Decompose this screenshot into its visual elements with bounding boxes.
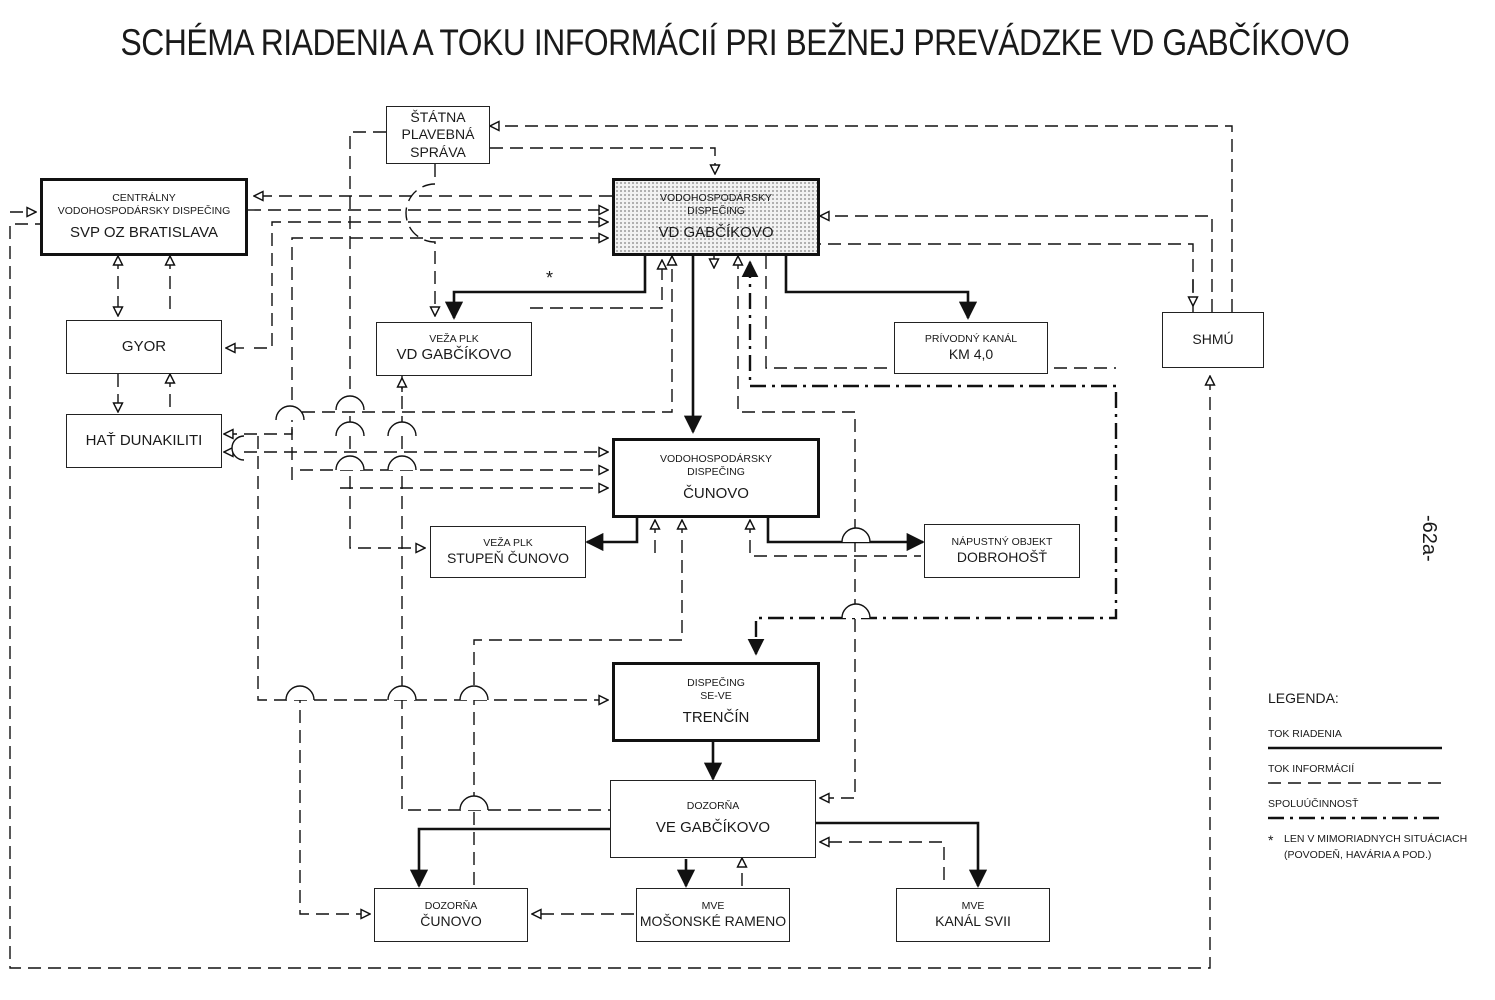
privod-line-1: PRÍVODNÝ KANÁL (924, 332, 1018, 345)
dozc-line-2: ČUNOVO (420, 912, 482, 929)
legend-asterisk: * (1268, 832, 1274, 848)
mve-m-line-1: MVE (701, 899, 725, 912)
hat-label: HAŤ DUNAKILITI (85, 431, 203, 449)
veza-g-line-2: VD GABČÍKOVO (396, 346, 512, 364)
box-gyor: GYOR (66, 320, 222, 374)
box-dozorna-gabcikovo: DOZORŇA VE GABČÍKOVO (610, 780, 816, 858)
mve-k-line-1: MVE (961, 899, 985, 912)
vdc-line-3: ČUNOVO (683, 484, 749, 502)
box-privodny-kanal: PRÍVODNÝ KANÁL KM 4,0 (894, 322, 1048, 374)
ssp-line-1: ŠTÁTNA (410, 108, 466, 125)
trencin-line-3: TRENČÍN (682, 708, 750, 726)
veza-c-line-2: STUPEŇ ČUNOVO (446, 549, 570, 566)
legend-lines (1268, 746, 1442, 820)
ssp-line-3: SPRÁVA (410, 143, 466, 160)
legend-heading: LEGENDA: (1268, 690, 1339, 706)
box-hat-dunakiliti: HAŤ DUNAKILITI (66, 414, 222, 468)
legend-cooperation: SPOLUÚČINNOSŤ (1268, 798, 1359, 810)
napust-line-1: NÁPUSTNÝ OBJEKT (951, 535, 1053, 548)
veza-g-line-1: VEŽA PLK (429, 333, 479, 346)
legend-information-flow: TOK INFORMÁCIÍ (1268, 763, 1355, 775)
dozg-line-1: DOZORŇA (686, 800, 740, 813)
box-dozorna-cunovo: DOZORŇA ČUNOVO (374, 888, 528, 942)
box-dispecing-trencin: DISPEČING SE-VE TRENČÍN (612, 662, 820, 742)
box-mve-mosonske-rameno: MVE MOŠONSKÉ RAMENO (636, 888, 790, 942)
box-centralny-dispecing: CENTRÁLNY VODOHOSPODÁRSKY DISPEČING SVP … (40, 178, 248, 256)
vdg-line-1: VODOHOSPODÁRSKY (659, 191, 773, 204)
trencin-line-1: DISPEČING (687, 676, 745, 689)
mve-k-line-2: KANÁL SVII (935, 912, 1011, 929)
asterisk-marker: * (546, 268, 554, 288)
napust-line-2: DOBROHOŠŤ (956, 548, 1048, 565)
dozc-line-1: DOZORŇA (424, 899, 478, 912)
veza-c-line-1: VEŽA PLK (483, 536, 533, 549)
cvd-line-2: VODOHOSPODÁRSKY DISPEČING (57, 204, 231, 217)
shmu-label: SHMÚ (1192, 331, 1234, 348)
diagram-title: SCHÉMA RIADENIA A TOKU INFORMÁCIÍ PRI BE… (120, 22, 1350, 63)
box-veza-plk-cunovo: VEŽA PLK STUPEŇ ČUNOVO (430, 526, 586, 578)
gyor-label: GYOR (121, 337, 167, 355)
box-shmu: SHMÚ (1162, 312, 1264, 368)
cvd-line-3: SVP OZ BRATISLAVA (69, 223, 219, 241)
vdc-line-2: DISPEČING (687, 465, 745, 478)
box-mve-kanal-svii: MVE KANÁL SVII (896, 888, 1050, 942)
vdc-line-1: VODOHOSPODÁRSKY (659, 452, 773, 465)
box-vd-gabcikovo-dispecing: VODOHOSPODÁRSKY DISPEČING VD GABČÍKOVO (612, 178, 820, 256)
privod-line-2: KM 4,0 (948, 345, 994, 362)
dozg-line-2: VE GABČÍKOVO (655, 819, 771, 837)
vdg-line-2: DISPEČING (687, 204, 745, 217)
trencin-line-2: SE-VE (700, 689, 732, 702)
legend-note-line-2: (POVODEŇ, HAVÁRIA A POD.) (1284, 849, 1432, 861)
mve-m-line-2: MOŠONSKÉ RAMENO (639, 912, 787, 929)
cvd-line-1: CENTRÁLNY (112, 191, 176, 204)
legend-control-flow: TOK RIADENIA (1268, 728, 1342, 740)
box-statna-plavebna-sprava: ŠTÁTNA PLAVEBNÁ SPRÁVA (386, 106, 490, 164)
legend-note-line-1: LEN V MIMORIADNYCH SITUÁCIACH (1284, 833, 1468, 845)
box-veza-plk-gabcikovo: VEŽA PLK VD GABČÍKOVO (376, 322, 532, 376)
box-napustny-objekt: NÁPUSTNÝ OBJEKT DOBROHOŠŤ (924, 524, 1080, 578)
ssp-line-2: PLAVEBNÁ (401, 126, 475, 143)
vdg-line-3: VD GABČÍKOVO (658, 223, 774, 241)
box-vd-cunovo-dispecing: VODOHOSPODÁRSKY DISPEČING ČUNOVO (612, 438, 820, 518)
